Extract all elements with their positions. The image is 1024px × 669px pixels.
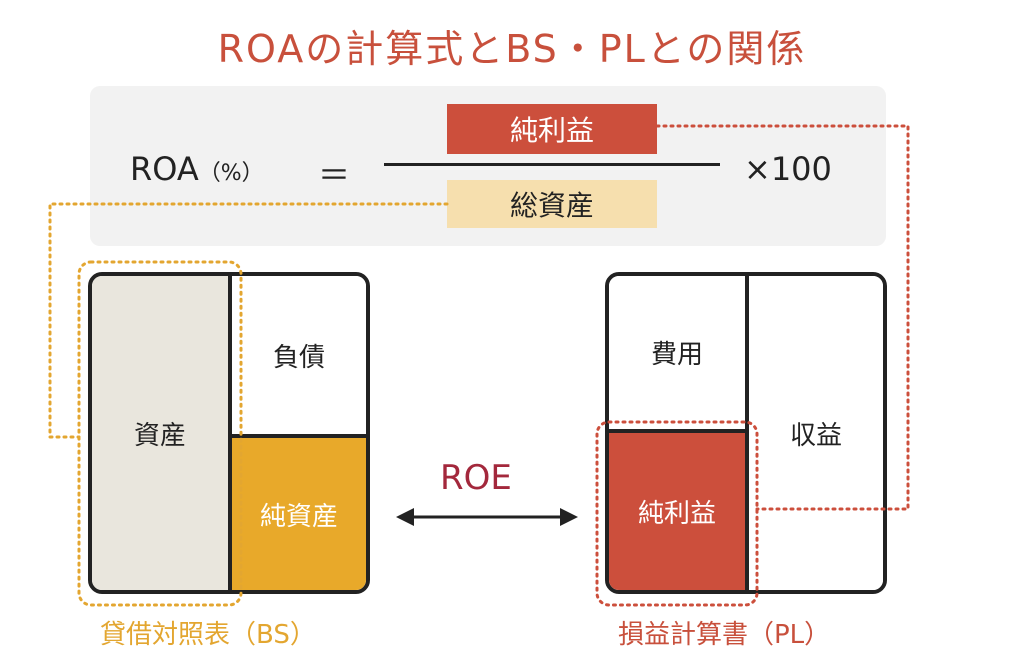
numerator-connector-line [655,124,910,511]
pl-net-income-cell: 純利益 [609,433,749,590]
roe-arrow-left-head [396,508,414,526]
denominator-connector-line [48,202,449,439]
bs-assets-cell: 資産 [92,276,232,590]
formula-numerator: 純利益 [447,104,657,154]
pl-net-income-label: 純利益 [637,499,716,529]
formula-denominator: 総資産 [447,180,657,228]
income-statement-box: 費用 純利益 収益 [605,272,887,594]
formula-multiplier: ×100 [744,150,832,188]
roe-arrow-right-head [560,508,578,526]
bs-liabilities-cell: 負債 [232,276,366,438]
bs-net-assets-cell: 純資産 [232,438,366,590]
page-title: ROAの計算式とBS・PLとの関係 [217,27,807,71]
bs-caption: 貸借対照表（BS） [100,620,316,650]
bs-assets-label: 資産 [133,420,186,451]
pl-expenses-label: 費用 [650,340,703,370]
pl-revenue-cell: 収益 [749,276,883,590]
formula-equals: ＝ [318,156,351,194]
roe-label: ROE [440,458,512,498]
fraction-line [384,163,720,166]
balance-sheet-box: 資産 負債 純資産 [88,272,370,594]
bs-liabilities-label: 負債 [272,342,325,373]
pl-revenue-label: 収益 [789,420,842,451]
net-income-highlight-frame [595,420,759,607]
assets-highlight-frame [77,260,243,607]
pl-expenses-cell: 費用 [609,276,749,433]
formula-lhs: ROA（%） [130,150,264,188]
formula-lhs-text: ROA [130,150,199,188]
pl-caption: 損益計算書（PL） [618,620,831,650]
bs-net-assets-label: 純資産 [259,501,338,532]
formula-lhs-unit: （%） [198,161,264,186]
